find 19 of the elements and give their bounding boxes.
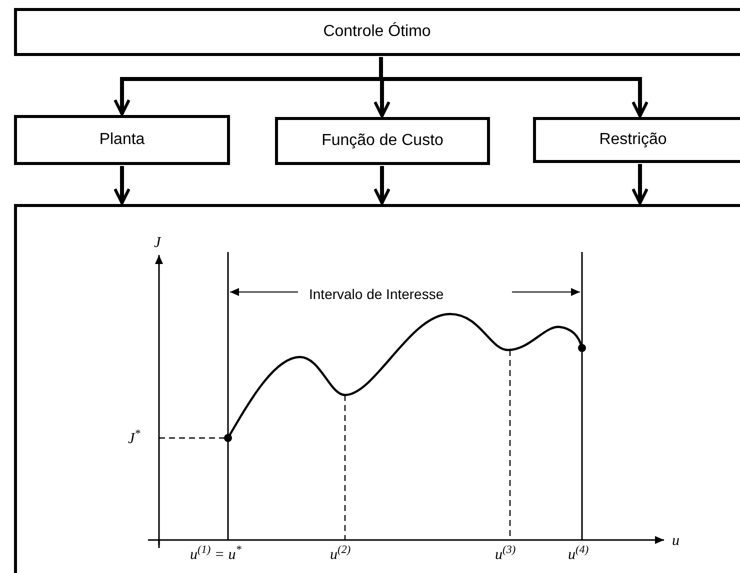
arrow <box>114 166 130 204</box>
box-label: Controle Ótimo <box>323 21 431 42</box>
arrow <box>374 166 390 204</box>
axis-label: u <box>672 532 680 551</box>
box-label: Função de Custo <box>322 131 444 151</box>
axis-label: J$^{*}$ <box>128 428 140 449</box>
axis-label: u$^{(4)}$ <box>568 544 589 565</box>
box-label: Restrição <box>599 130 667 150</box>
plot-frame <box>14 204 740 573</box>
process-box <box>533 117 740 163</box>
axis-label: u$^{(1)}$ = u$^{*}$ <box>190 544 242 565</box>
axis-label: J <box>154 234 161 253</box>
axis-label: u$^{(2)}$ <box>330 544 351 565</box>
process-box <box>14 115 230 165</box>
box-label: Planta <box>99 130 145 150</box>
axis-label: u$^{(3)}$ <box>495 544 516 565</box>
process-box <box>275 117 490 165</box>
arrow <box>632 164 648 204</box>
process-box <box>14 8 740 56</box>
